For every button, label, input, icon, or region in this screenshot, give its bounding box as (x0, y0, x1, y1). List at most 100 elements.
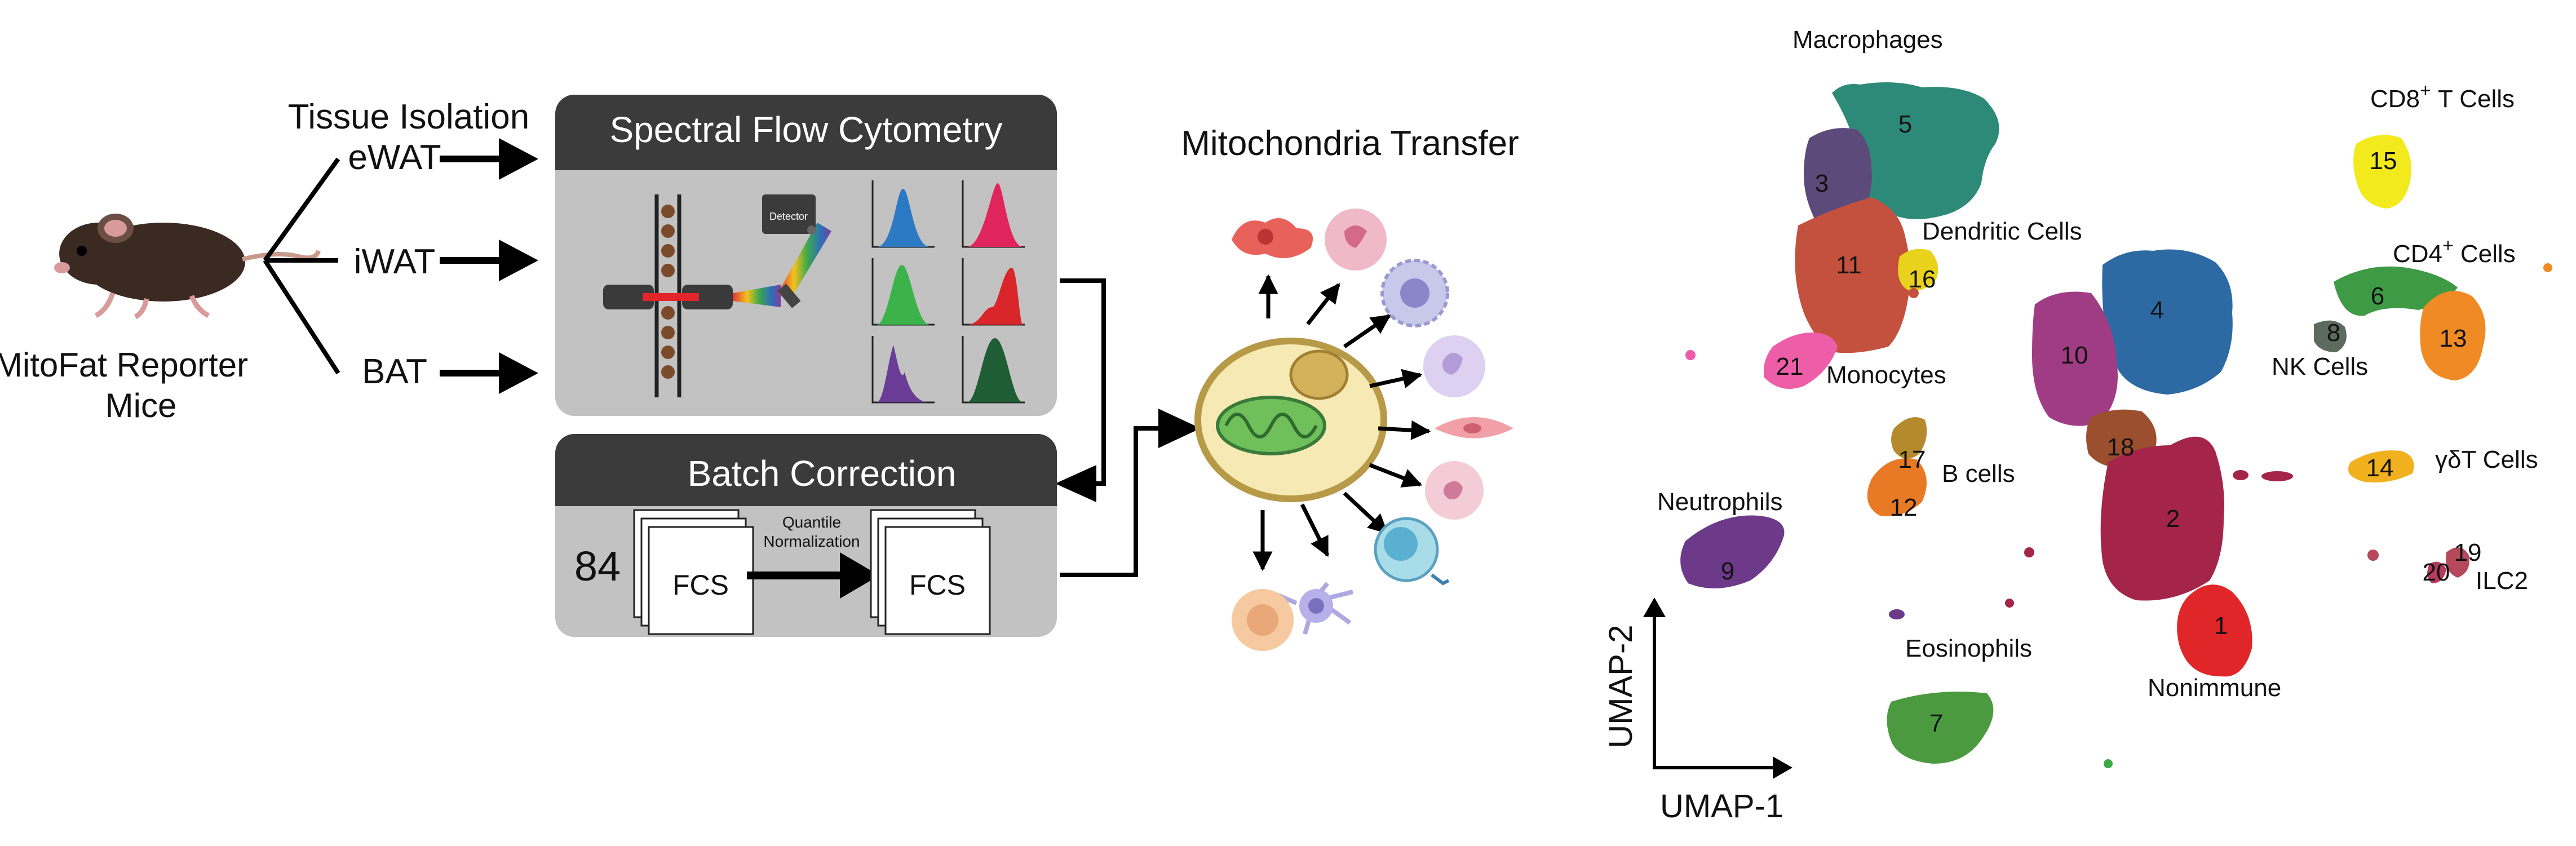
label-cd4-cells: CD4+ Cells (2393, 235, 2516, 268)
fcs-label-right: FCS (909, 569, 966, 601)
cluster-6-shape (2334, 266, 2458, 316)
umap-stray-points (1685, 263, 2552, 768)
label-cd8-base: CD8 (2370, 85, 2420, 113)
cluster-id-3: 3 (1815, 170, 1829, 197)
label-monocytes: Monocytes (1826, 361, 1946, 389)
flow-panel-title: Spectral Flow Cytometry (609, 109, 1002, 150)
cluster-id-14: 14 (2366, 454, 2394, 482)
label-eosinophils: Eosinophils (1905, 635, 2032, 662)
cluster-id-6: 6 (2371, 282, 2384, 310)
umap-cluster-ids: 1 2 3 4 5 6 7 8 9 10 11 12 13 14 15 16 1… (1721, 110, 2482, 737)
batch-count: 84 (574, 543, 621, 590)
cluster-7-shape (1887, 692, 1994, 764)
fcs-stack-left (633, 509, 754, 635)
detector-icon (762, 194, 816, 234)
cluster-id-1: 1 (2214, 612, 2228, 640)
label-cd8-rest: T Cells (2438, 85, 2515, 113)
cluster-id-15: 15 (2370, 147, 2397, 175)
mouse-illustration (54, 214, 321, 320)
umap-axes (1643, 597, 1792, 779)
histogram-blue (877, 189, 930, 247)
flow-cell-illustration (603, 194, 831, 397)
cluster-9-shape (1680, 515, 1785, 588)
umap-celltype-labels: Macrophages Dendritic Cells Monocytes Ne… (1657, 26, 2538, 702)
cluster-id-21: 21 (1776, 353, 1804, 380)
histogram-darkgreen (967, 338, 1023, 402)
label-nk-cells: NK Cells (2272, 353, 2368, 380)
transfer-arrows (1252, 274, 1431, 572)
cluster-id-12: 12 (1890, 494, 1918, 521)
cluster-17-shape (1891, 417, 1927, 459)
tissue-ewat: eWAT (348, 138, 441, 177)
donor-cell (1194, 338, 1387, 502)
histogram-purple (877, 345, 930, 402)
cluster-21-shape (1764, 333, 1838, 389)
fcs-label-left: FCS (672, 569, 729, 601)
cluster-1-shape (2177, 584, 2252, 677)
umap-y-label: UMAP-2 (1603, 624, 1639, 748)
histogram-pink (967, 183, 1023, 247)
label-cd4-sup: + (2442, 235, 2454, 256)
mouse-label-line2: Mice (105, 387, 177, 424)
label-b-cells: B cells (1942, 460, 2015, 488)
normalization-label-line2: Normalization (763, 533, 860, 550)
cluster-id-19: 19 (2454, 539, 2482, 566)
cluster-id-20: 20 (2423, 559, 2450, 586)
umap-x-label: UMAP-1 (1660, 788, 1783, 825)
label-dendritic-cells: Dendritic Cells (1922, 218, 2082, 245)
cluster-id-18: 18 (2107, 433, 2135, 461)
normalization-label-line1: Quantile (782, 513, 841, 531)
cluster-id-13: 13 (2440, 325, 2467, 352)
cluster-id-9: 9 (1721, 557, 1734, 585)
cluster-id-2: 2 (2166, 505, 2180, 533)
tissue-iwat: iWAT (354, 242, 436, 281)
umap-clusters (1680, 82, 2486, 764)
cluster-id-8: 8 (2327, 319, 2340, 347)
cluster-14-shape (2348, 450, 2414, 482)
cluster-5-shape (1832, 82, 1999, 219)
cluster-19-shape (2446, 547, 2469, 578)
cluster-15-shape (2353, 135, 2411, 209)
tissue-branches (263, 157, 340, 375)
cluster-id-4: 4 (2150, 296, 2164, 324)
batch-to-transfer-arrow (1060, 409, 1201, 577)
cluster-id-7: 7 (1929, 710, 1943, 737)
label-macrophages: Macrophages (1792, 26, 1943, 54)
tissue-isolation-title: Tissue Isolation (288, 98, 529, 136)
cluster-id-5: 5 (1898, 110, 1912, 138)
batch-panel-title: Batch Correction (688, 453, 957, 494)
label-gdt-cells: γδT Cells (2435, 446, 2538, 473)
target-cells (1232, 209, 1513, 651)
cluster-20-shape (2427, 561, 2446, 583)
detector-label: Detector (769, 211, 808, 222)
cluster-id-10: 10 (2061, 342, 2088, 369)
cluster-8-shape (2314, 320, 2347, 352)
tissue-arrows (440, 138, 538, 394)
cluster-id-16: 16 (1909, 265, 1936, 293)
mouse-label-line1: MitoFat Reporter (0, 346, 248, 384)
label-cd8-sup: + (2420, 80, 2431, 101)
label-cd4-base: CD4 (2393, 240, 2442, 268)
cluster-13-shape (2420, 291, 2486, 380)
cluster-16-shape (1898, 249, 1938, 291)
label-nonimmune: Nonimmune (2148, 674, 2281, 702)
fcs-stack-right (870, 509, 991, 635)
histogram-green (877, 265, 930, 325)
tissue-bat: BAT (362, 352, 427, 391)
label-neutrophils: Neutrophils (1657, 488, 1783, 516)
cluster-12-shape (1867, 458, 1927, 516)
cluster-id-17: 17 (1898, 446, 1926, 473)
label-cd8-t-cells: CD8+ T Cells (2370, 80, 2515, 113)
histogram-red (967, 268, 1023, 325)
flow-to-batch-arrow (1055, 278, 1106, 502)
cluster-11-shape (1795, 197, 1910, 353)
label-ilc2: ILC2 (2476, 567, 2528, 595)
cluster-3-shape (1804, 128, 1872, 222)
transfer-title: Mitochondria Transfer (1181, 124, 1519, 163)
cluster-2-shape (2100, 436, 2224, 601)
cluster-10-shape (2032, 291, 2118, 426)
normalization-arrow (747, 552, 879, 599)
label-cd4-rest: Cells (2460, 240, 2516, 268)
cluster-4-shape (2102, 249, 2233, 395)
